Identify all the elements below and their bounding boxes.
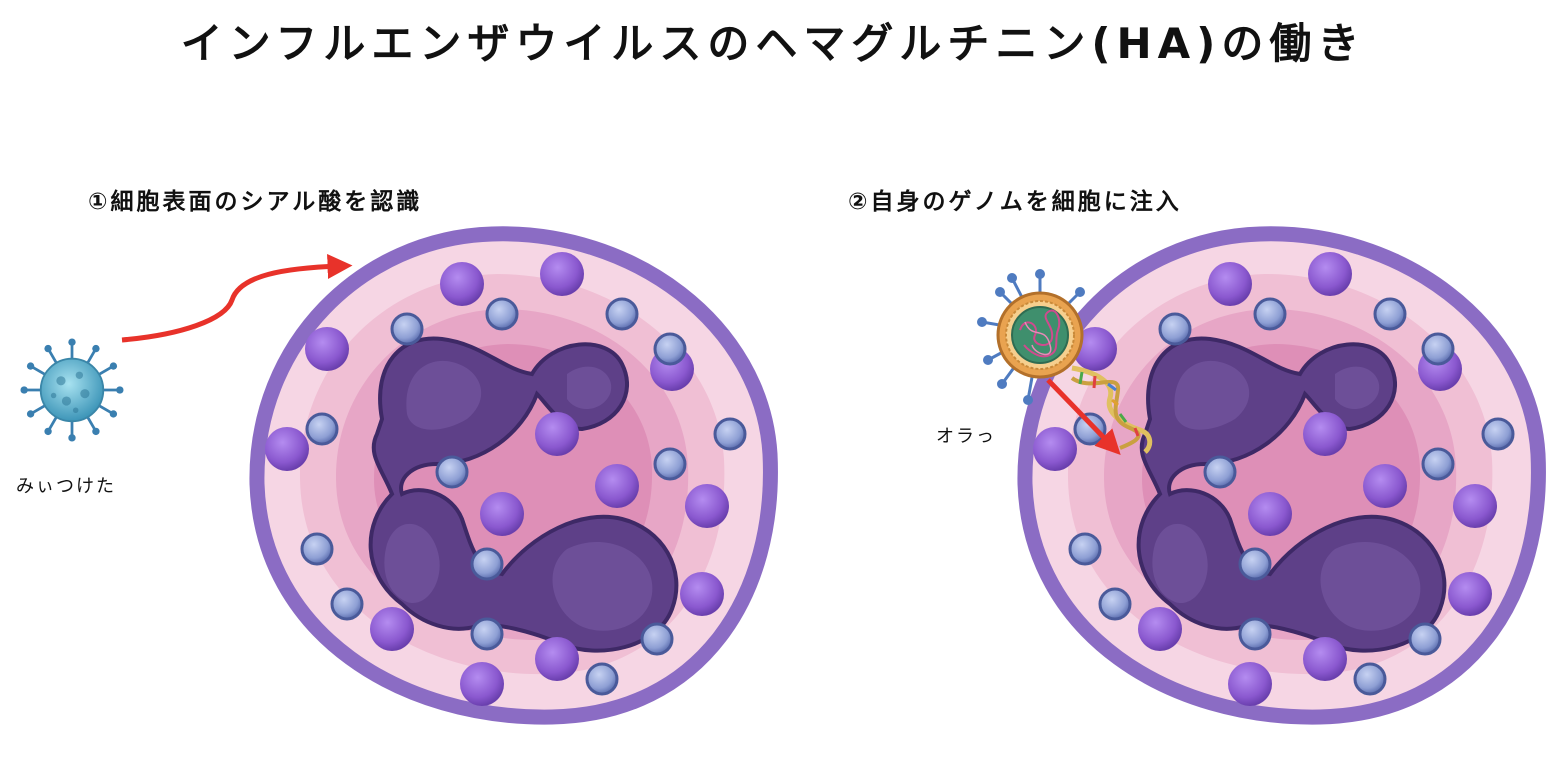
page-title: インフルエンザウイルスのヘマグルチニン(HA)の働き [180, 19, 1366, 68]
cell-icon [1025, 234, 1539, 717]
virus-caption-1: みぃつけた [16, 476, 116, 497]
virus-icon [977, 269, 1085, 405]
step1-heading: ①細胞表面のシアル酸を認識 [88, 189, 423, 215]
virus-icon [19, 337, 125, 443]
arrow-icon [1046, 378, 1121, 455]
cell-icon [257, 234, 771, 717]
virus-caption-2: オラっ [936, 426, 996, 447]
step2-heading: ②自身のゲノムを細胞に注入 [848, 189, 1182, 215]
arrow-icon [121, 253, 353, 343]
rna-helix-icon [1070, 365, 1153, 454]
